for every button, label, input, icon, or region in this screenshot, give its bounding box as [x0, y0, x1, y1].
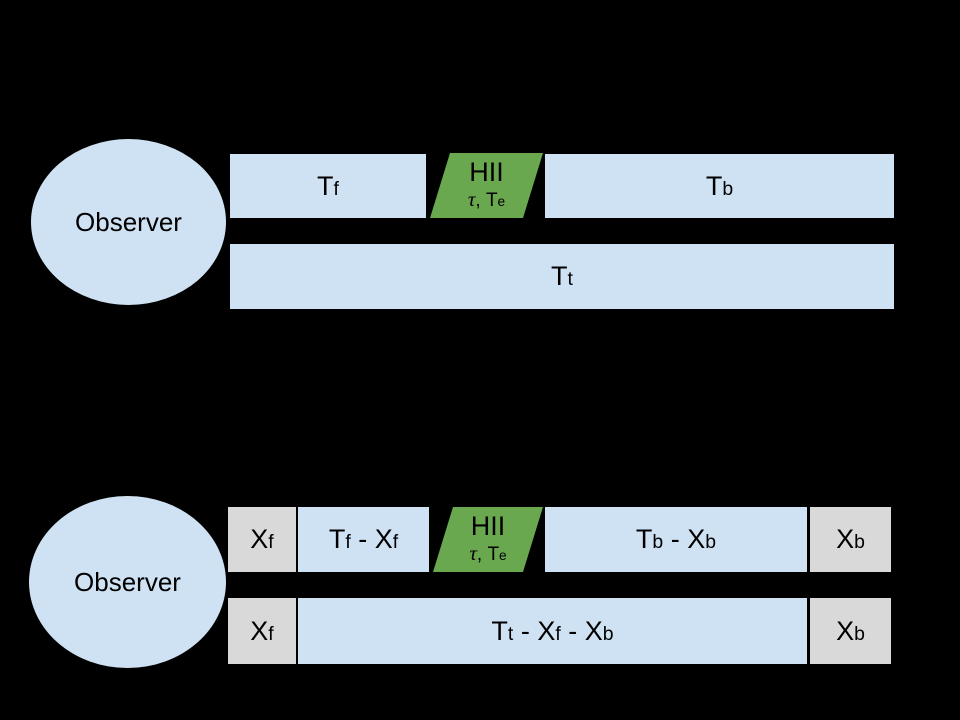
bar-xf-row2-label: Xf [250, 615, 274, 646]
hii-region-parallelogram: HII τ, Te [430, 153, 543, 218]
hii-region-label: HII [469, 157, 504, 187]
hii-region-params-label: τ, Te [469, 541, 507, 565]
observer-label: Observer [74, 566, 181, 597]
bar-tf-minus-xf: Tf - Xf [298, 507, 429, 572]
bar-tb-minus-xb: Tb - Xb [545, 507, 807, 572]
bar-tb-minus-xb-label: Tb - Xb [635, 524, 717, 554]
hii-region-params-label: τ, Te [467, 187, 506, 211]
observer-ellipse: Observer [28, 495, 227, 669]
bar-tt: Tt [230, 244, 894, 309]
bar-tf-label: Tf [317, 170, 339, 201]
bar-xb-row2-label: Xb [836, 615, 865, 646]
hii-region-parallelogram: HII τ, Te [433, 507, 543, 572]
hii-region-label: HII [470, 511, 506, 541]
bar-tb-label: Tb [705, 170, 734, 201]
observer-label: Observer [75, 206, 182, 237]
bar-xf-row1: Xf [228, 507, 296, 572]
bar-tb: Tb [545, 154, 894, 218]
observer-ellipse: Observer [30, 138, 227, 306]
bar-tt-label: Tt [551, 261, 573, 291]
bar-tf-minus-xf-label: Tf - Xf [328, 524, 399, 554]
bar-tf: Tf [230, 154, 426, 218]
bar-tt-minus-xf-xb: Tt - Xf - Xb [298, 598, 807, 664]
bar-xf-row2: Xf [228, 598, 296, 664]
bar-xf-row1-label: Xf [250, 524, 274, 554]
bar-tt-minus-xf-xb-label: Tt - Xf - Xb [491, 615, 614, 646]
bar-xb-row1: Xb [810, 507, 891, 572]
bar-xb-row1-label: Xb [836, 524, 865, 554]
bar-xb-row2: Xb [810, 598, 891, 664]
